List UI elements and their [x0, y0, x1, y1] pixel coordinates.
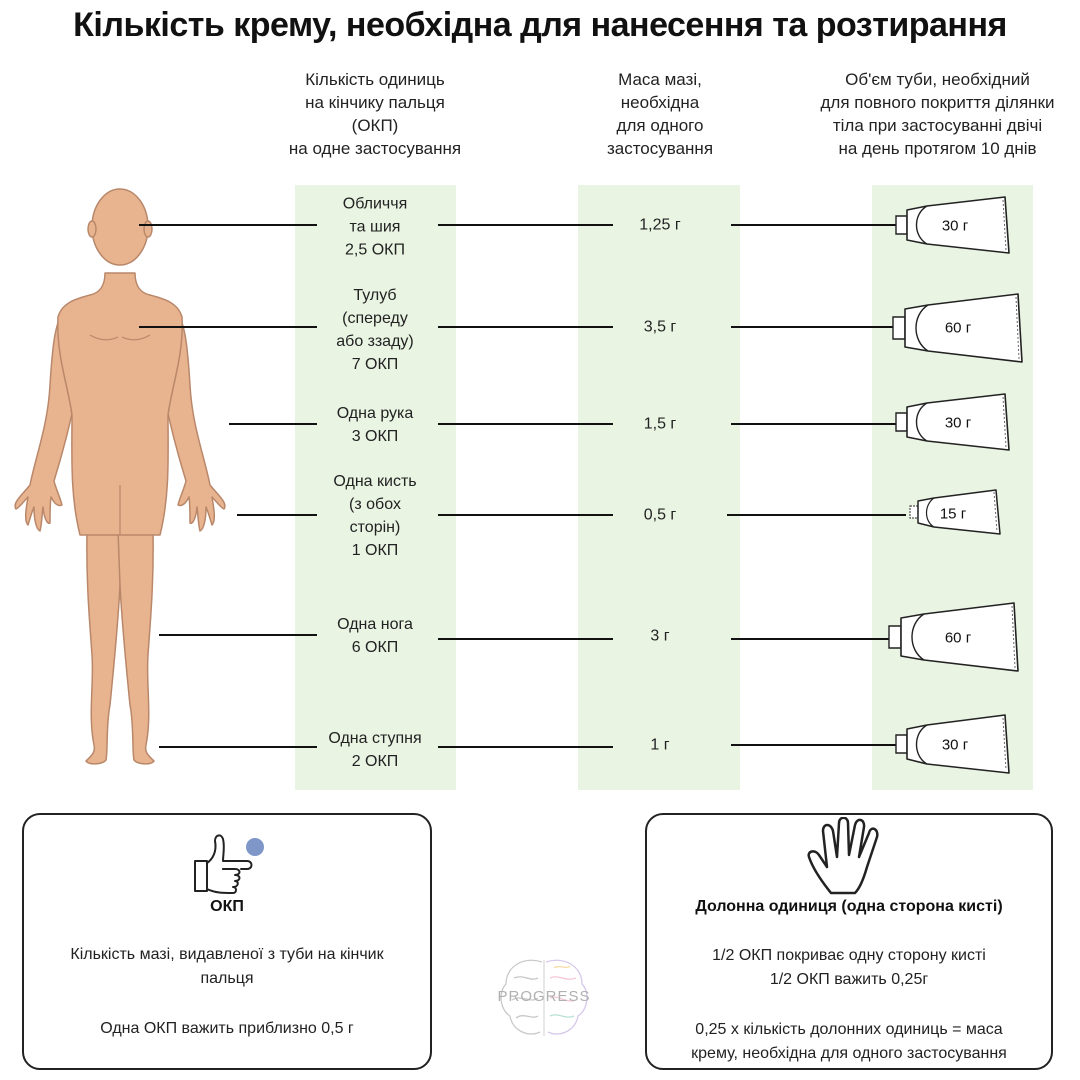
palm-unit-card: Долонна одиниця (одна сторона кисті) 1/2…	[645, 813, 1053, 1070]
fingertip-card-description: Кількість мазі, видавленої з туби на кін…	[70, 946, 384, 987]
logo-text: PROGRESS	[497, 988, 591, 1005]
area-cell-trunk: Тулуб (спереду або ззаду) 7 ОКП	[336, 287, 414, 373]
mass-cell: 1 г	[650, 736, 670, 754]
mass-cell: 1,25 г	[639, 216, 681, 234]
mass-cell: 3,5 г	[643, 318, 677, 336]
mass-cell: 1,5 г	[643, 415, 677, 433]
fingertip-hand-icon	[194, 834, 264, 894]
tube-30g-icon	[895, 714, 1010, 774]
area-cell-arm: Одна рука 3 ОКП	[336, 405, 414, 445]
tube-label: 30 г	[941, 736, 969, 754]
page-title: Кількість крему, необхідна для нанесення…	[73, 6, 1007, 44]
tube-label: 60 г	[944, 319, 972, 337]
area-cell-hand: Одна кисть (з обох сторін) 1 ОКП	[333, 473, 417, 559]
tube-label: 30 г	[944, 414, 972, 432]
mass-cell: 0,5 г	[643, 506, 677, 524]
area-cell-leg: Одна нога 6 ОКП	[337, 616, 413, 656]
tube-30g-icon	[895, 196, 1010, 254]
palm-card-heading: Долонна одиниця (одна сторона кисті)	[695, 898, 1003, 915]
brain-icon	[500, 959, 588, 1036]
brain-logo: PROGRESS	[494, 948, 594, 1048]
tube-60g-icon	[888, 602, 1019, 672]
tube-label: 30 г	[941, 217, 969, 235]
fingertip-card-heading: ОКП	[210, 898, 244, 915]
palm-card-formula: 0,25 x кількість долонних одиниць = маса…	[691, 1021, 1007, 1062]
units-column-band	[295, 185, 456, 790]
volume-column-band	[872, 185, 1033, 790]
fingertip-card-weight: Одна ОКП важить приблизно 0,5 г	[100, 1020, 354, 1037]
mass-column-band	[578, 185, 740, 790]
area-cell-face: Обличчя та шия 2,5 ОКП	[342, 195, 408, 259]
mass-column-header: Маса мазі, необхідна для одного застосув…	[606, 70, 714, 158]
volume-column-header: Об'єм туби, необхідний для повного покри…	[820, 70, 1055, 158]
tube-60g-icon	[892, 293, 1023, 363]
human-body-figure	[14, 188, 226, 765]
tube-15g-icon	[909, 489, 1001, 535]
fingertip-unit-card: ОКП Кількість мазі, видавленої з туби на…	[22, 813, 432, 1070]
units-column-header: Кількість одиниць на кінчику пальця (ОКП…	[288, 70, 462, 158]
tube-label: 60 г	[944, 629, 972, 647]
tube-30g-icon	[895, 393, 1010, 451]
palm-card-coverage: 1/2 ОКП покриває одну сторону кисті 1/2 …	[712, 947, 986, 988]
area-cell-foot: Одна ступня 2 ОКП	[328, 730, 422, 770]
open-palm-icon	[807, 817, 879, 895]
mass-cell: 3 г	[650, 627, 670, 645]
tube-label: 15 г	[939, 505, 967, 523]
